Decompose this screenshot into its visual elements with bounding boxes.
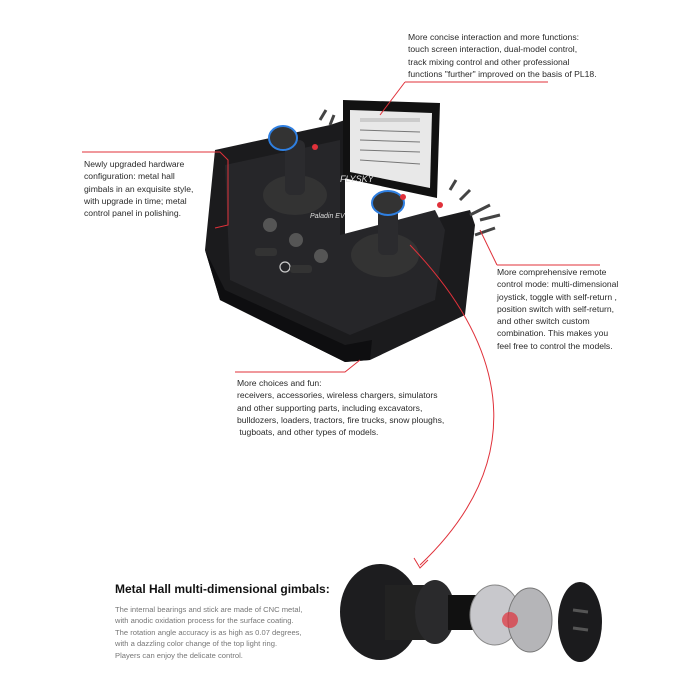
touch-screen bbox=[343, 100, 440, 198]
knob bbox=[289, 233, 303, 247]
brand-logo: FLYSKY bbox=[340, 174, 375, 184]
gimbal-exploded-view bbox=[340, 564, 602, 662]
annotation-choices: More choices and fun: receivers, accesso… bbox=[237, 378, 445, 438]
indicator-light bbox=[437, 202, 443, 208]
arrow-head-icon bbox=[413, 557, 429, 569]
right-joystick bbox=[351, 190, 419, 277]
panel-button bbox=[290, 265, 312, 273]
indicator-light bbox=[312, 144, 318, 150]
annotation-screen: More concise interaction and more functi… bbox=[408, 32, 597, 79]
callout-lines bbox=[82, 81, 600, 566]
gimbal-description: The internal bearings and stick are made… bbox=[115, 605, 303, 660]
power-icon bbox=[279, 261, 291, 273]
annotation-control-mode: More comprehensive remote control mode: … bbox=[497, 267, 619, 351]
toggle-switches bbox=[318, 109, 501, 237]
gimbal-title: Metal Hall multi-dimensional gimbals: bbox=[115, 582, 330, 596]
indicator-light bbox=[400, 194, 406, 200]
annotation-hardware: Newly upgraded hardware configuration: m… bbox=[84, 159, 194, 219]
knob bbox=[263, 218, 277, 232]
panel-button bbox=[255, 248, 277, 256]
transmitter: FLYSKY Paladin EV bbox=[205, 100, 501, 362]
model-label: Paladin EV bbox=[310, 213, 346, 220]
knob bbox=[314, 249, 328, 263]
left-joystick bbox=[263, 125, 327, 215]
